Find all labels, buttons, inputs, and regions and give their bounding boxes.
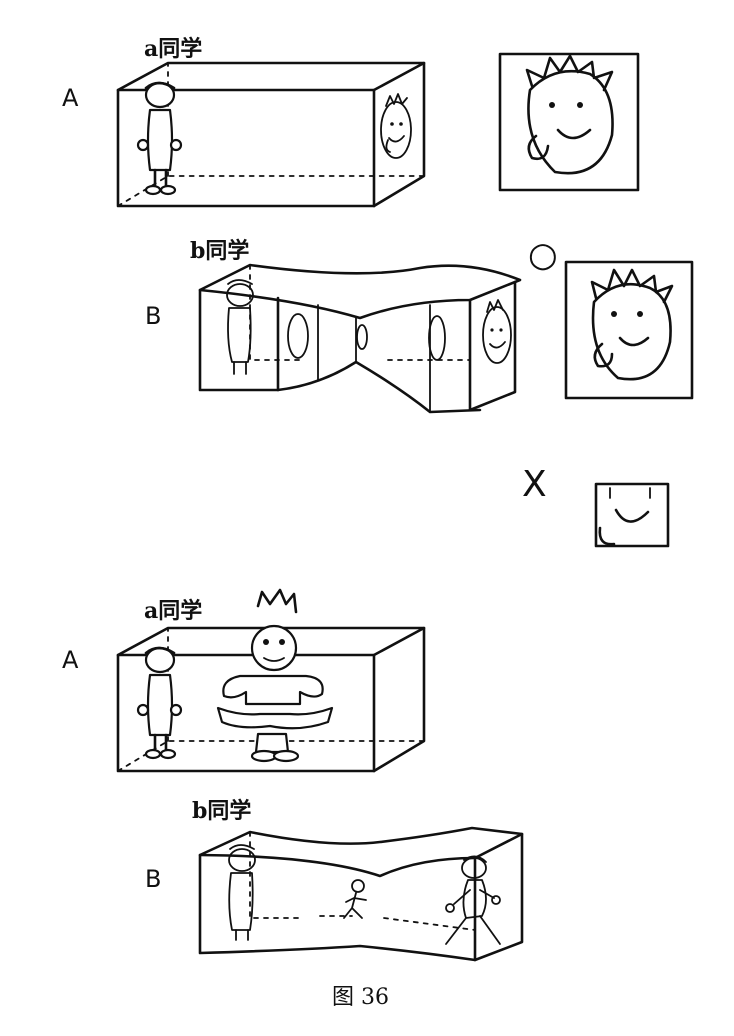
- face-on-box-end-top-a: [380, 93, 412, 159]
- giant-figure-bottom-a: [216, 588, 334, 763]
- student-figure-bottom-b: [228, 844, 256, 941]
- student-figure-bottom-a: [136, 646, 183, 760]
- face-picture-top-a: [498, 52, 640, 192]
- rectangular-box-top: [116, 61, 426, 208]
- faces-in-box-top-b: [287, 299, 512, 364]
- row-letter-top-b: B: [145, 302, 161, 330]
- pinched-box-bottom: [198, 826, 524, 962]
- row-letter-bottom-a: A: [62, 646, 79, 674]
- correct-mark: ○: [528, 235, 558, 275]
- small-face-picture: [594, 482, 670, 548]
- row-letter-top-a: A: [62, 84, 79, 112]
- caption-bottom-a: a同学: [144, 598, 202, 624]
- face-picture-top-b: [564, 260, 694, 400]
- pinched-box-top: [198, 263, 522, 414]
- wrong-mark: X: [522, 464, 547, 505]
- caption-top-b: b同学: [190, 238, 249, 264]
- row-letter-bottom-b: B: [145, 865, 161, 893]
- caption-top-a: a同学: [144, 36, 202, 62]
- tiny-runner-bottom-b: [343, 879, 367, 919]
- large-runner-bottom-b: [445, 855, 501, 945]
- student-figure-top-b: [226, 279, 254, 375]
- student-figure-top-a: [136, 81, 183, 196]
- figure-caption: 图 36: [332, 985, 389, 1010]
- caption-bottom-b: b同学: [192, 798, 251, 824]
